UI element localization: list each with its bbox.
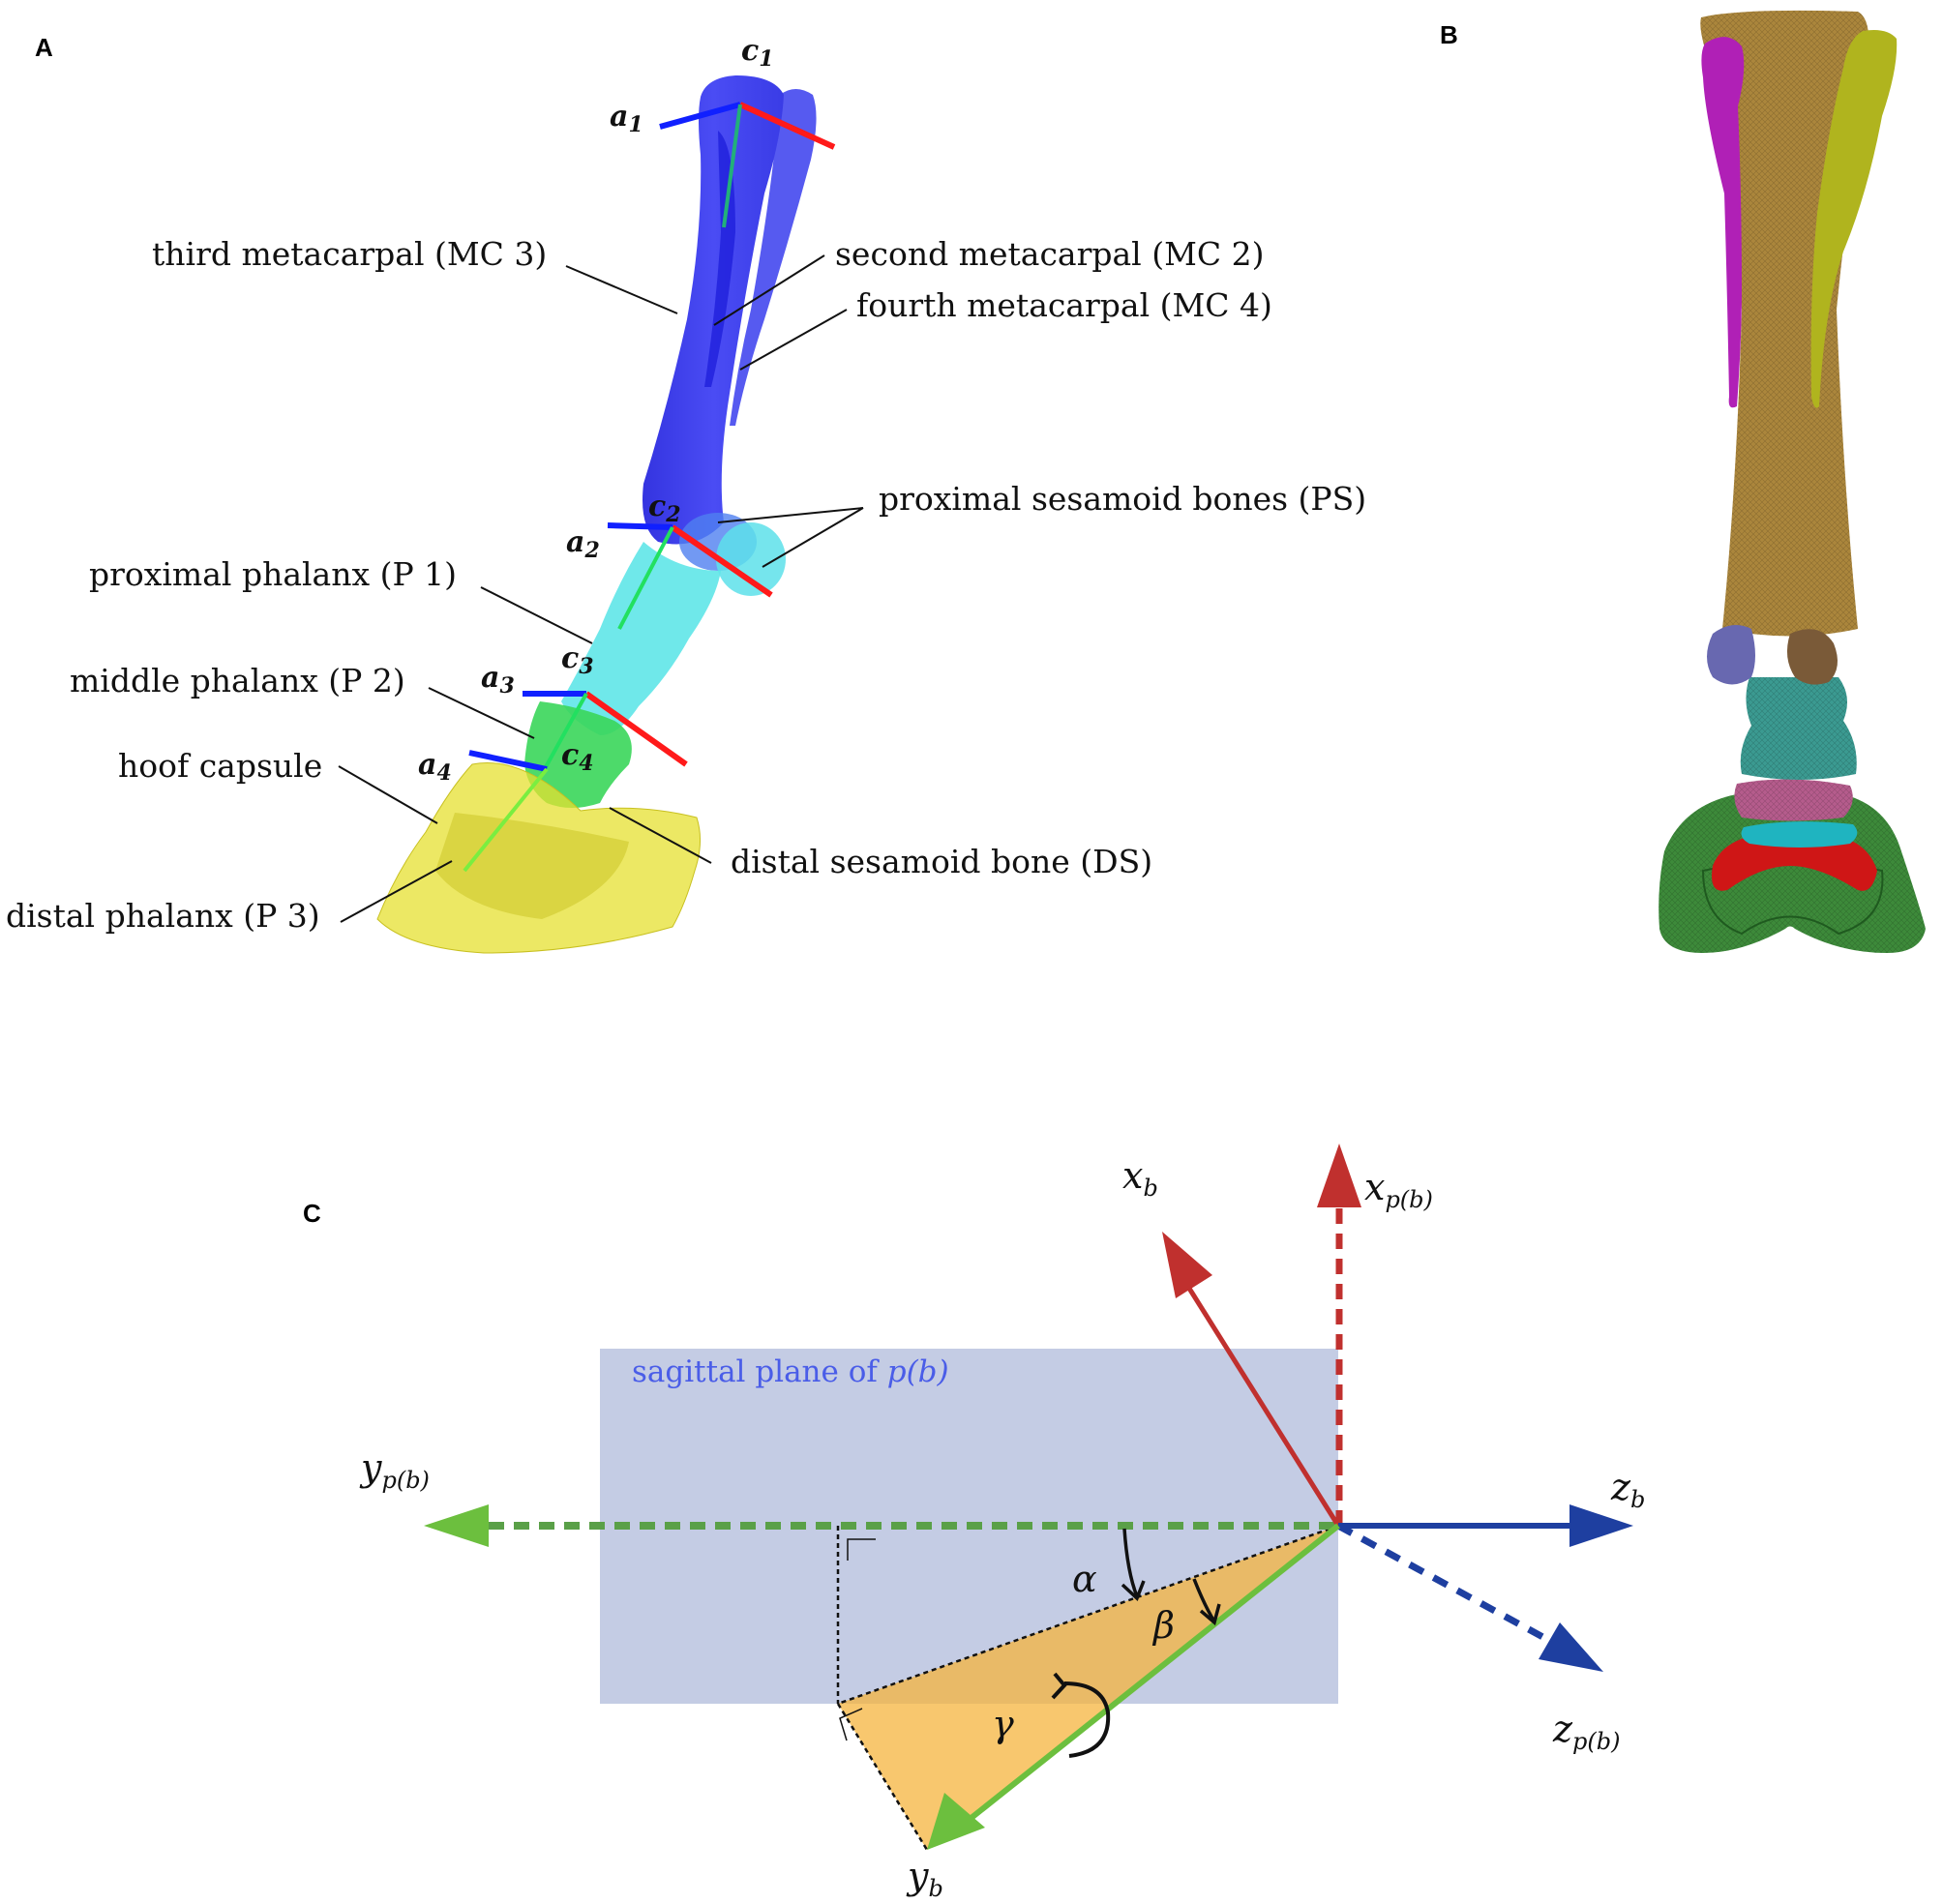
panel-b: B bbox=[1440, 10, 1926, 953]
label-p1: proximal phalanx (P 1) bbox=[89, 555, 457, 593]
p1-mesh-texture bbox=[1740, 677, 1857, 780]
hoof-mesh-texture bbox=[1659, 793, 1926, 953]
frame1-blue-axis bbox=[659, 102, 741, 130]
frame2-c-label: c2 bbox=[648, 490, 681, 527]
sagittal-plane-label: sagittal plane of p(b) bbox=[632, 1354, 949, 1389]
p2-mesh-texture bbox=[1734, 779, 1853, 821]
ps-bone-2 bbox=[716, 522, 786, 596]
x-body-label: xb bbox=[1122, 1154, 1158, 1202]
alpha-label: α bbox=[1072, 1558, 1097, 1600]
alpha-arrow bbox=[1122, 1528, 1139, 1597]
ps-left-mesh bbox=[1707, 625, 1755, 685]
label-ds: distal sesamoid bone (DS) bbox=[731, 843, 1152, 880]
frame3-red-axis bbox=[584, 691, 688, 767]
gamma-label: γ bbox=[992, 1703, 1014, 1745]
y-body-label: yb bbox=[906, 1855, 943, 1902]
frame2-blue-axis bbox=[607, 522, 673, 530]
frame1-c-label: c1 bbox=[741, 34, 774, 72]
frame4-green-axis bbox=[463, 767, 549, 873]
frame1-red-axis bbox=[738, 102, 836, 150]
panel-b-letter: B bbox=[1440, 20, 1458, 49]
leader-lines bbox=[338, 254, 864, 923]
beta-arrow bbox=[1192, 1578, 1216, 1622]
frame3-green-axis bbox=[540, 693, 588, 775]
beta-label: β bbox=[1151, 1604, 1175, 1647]
panel-c-letter: C bbox=[303, 1199, 321, 1228]
y-parent-label: yp(b) bbox=[359, 1446, 430, 1494]
label-mc3: third metacarpal (MC 3) bbox=[152, 235, 547, 273]
frame4-blue-axis bbox=[468, 750, 548, 772]
y-body-axis bbox=[966, 1523, 1340, 1824]
p3-mesh bbox=[1712, 834, 1877, 891]
ps-right-mesh bbox=[1786, 629, 1838, 685]
right-angle-mark-2 bbox=[839, 1708, 863, 1741]
y-body-arrowhead bbox=[927, 1793, 985, 1850]
right-angle-mark-1 bbox=[847, 1538, 876, 1561]
projection-line bbox=[837, 1524, 1339, 1706]
label-p3: distal phalanx (P 3) bbox=[6, 897, 320, 935]
label-p2: middle phalanx (P 2) bbox=[70, 662, 405, 699]
p1-bone bbox=[561, 542, 721, 735]
panel-a: A a1 c1 a2 c2 a3 bbox=[6, 33, 1366, 954]
frame1-green-axis bbox=[722, 104, 742, 228]
z-body-arrowhead bbox=[1569, 1504, 1633, 1547]
label-ps: proximal sesamoid bones (PS) bbox=[879, 480, 1366, 518]
z-parent-arrowhead bbox=[1539, 1622, 1603, 1672]
perpendicular-drop bbox=[836, 1703, 929, 1851]
mc2-mesh bbox=[1701, 37, 1745, 408]
x-body-arrowhead bbox=[1162, 1232, 1212, 1298]
frame4-a-label: a4 bbox=[418, 748, 452, 786]
frame2-a-label: a2 bbox=[566, 525, 600, 563]
z-body-label: zb bbox=[1610, 1466, 1645, 1513]
z-parent-axis bbox=[1336, 1522, 1550, 1644]
label-mc2: second metacarpal (MC 2) bbox=[835, 235, 1265, 273]
alpha-arrowhead bbox=[1121, 1580, 1146, 1602]
frame1-a-label: a1 bbox=[610, 100, 643, 137]
frame3-a-label: a3 bbox=[481, 661, 515, 699]
beta-arrowhead bbox=[1199, 1603, 1221, 1626]
gamma-arrowhead bbox=[1051, 1672, 1067, 1700]
x-parent-arrowhead bbox=[1317, 1144, 1361, 1207]
gamma-rotation-arrow bbox=[1063, 1681, 1111, 1758]
mc4-mesh bbox=[1810, 30, 1898, 408]
mc4-bone bbox=[730, 89, 817, 426]
frame3-c-label: c3 bbox=[561, 641, 594, 679]
panel-c: C sagittal plane of p(b) bbox=[303, 1144, 1645, 1902]
x-body-axis bbox=[1185, 1285, 1341, 1528]
z-parent-label: zp(b) bbox=[1552, 1708, 1620, 1755]
p3-bone bbox=[435, 813, 629, 919]
label-hoof: hoof capsule bbox=[118, 747, 322, 785]
ds-mesh bbox=[1741, 821, 1858, 848]
frame2-green-axis bbox=[617, 526, 674, 630]
frame4-c-label: c4 bbox=[561, 738, 594, 776]
p2-bone bbox=[524, 701, 632, 808]
frame2-red-axis bbox=[671, 524, 773, 598]
panel-a-letter: A bbox=[35, 33, 53, 62]
y-parent-arrowhead bbox=[424, 1504, 489, 1547]
x-parent-label: xp(b) bbox=[1364, 1166, 1433, 1213]
label-mc4: fourth metacarpal (MC 4) bbox=[856, 286, 1272, 324]
mc3-bone bbox=[643, 75, 784, 545]
